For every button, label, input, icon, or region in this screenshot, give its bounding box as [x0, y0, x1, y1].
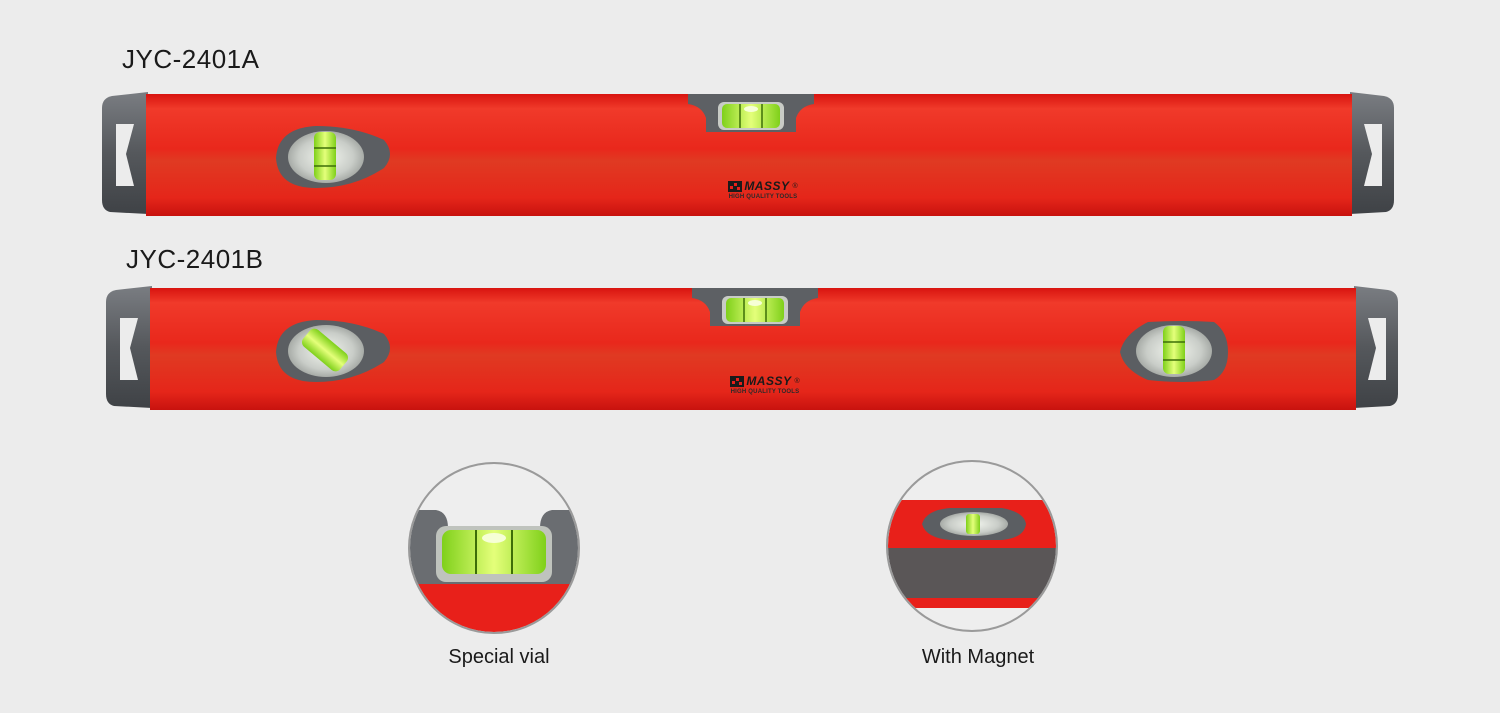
- end-cap-left: [102, 92, 148, 214]
- registered-mark: ®: [792, 182, 798, 190]
- plumb-vial-window: [276, 126, 390, 188]
- brand-name: MASSY: [746, 374, 792, 388]
- brand-tagline: HIGH QUALITY TOOLS: [728, 194, 798, 200]
- end-cap-right: [1350, 92, 1394, 214]
- model-label-jyc-2401a: JYC-2401A: [122, 44, 260, 74]
- top-vial: [726, 298, 784, 322]
- end-cap-right: [1354, 286, 1398, 408]
- top-vial-housing: [688, 94, 814, 132]
- brand-logo: MASSY® HIGH QUALITY TOOLS: [713, 179, 813, 200]
- caption-with-magnet: With Magnet: [921, 646, 1035, 668]
- detail-with-magnet: [884, 458, 1060, 639]
- model-label-jyc-2401b: JYC-2401B: [126, 244, 264, 274]
- brand-mark-icon: [730, 375, 745, 387]
- angle-vial-window: [276, 320, 390, 382]
- plumb-vial-window-right: [1120, 321, 1228, 382]
- caption-special-vial: Special vial: [448, 646, 550, 668]
- level-jyc-2401b: [104, 282, 1400, 412]
- end-cap-left: [106, 286, 152, 408]
- top-vial-housing: [692, 288, 818, 326]
- brand-mark-icon: [728, 180, 743, 192]
- top-vial: [722, 104, 780, 128]
- brand-logo: MASSY® HIGH QUALITY TOOLS: [715, 374, 815, 395]
- registered-mark: ®: [794, 377, 800, 385]
- level-jyc-2401a: [100, 88, 1396, 218]
- detail-special-vial: [406, 460, 582, 641]
- brand-name: MASSY: [744, 179, 790, 193]
- brand-tagline: HIGH QUALITY TOOLS: [730, 389, 800, 395]
